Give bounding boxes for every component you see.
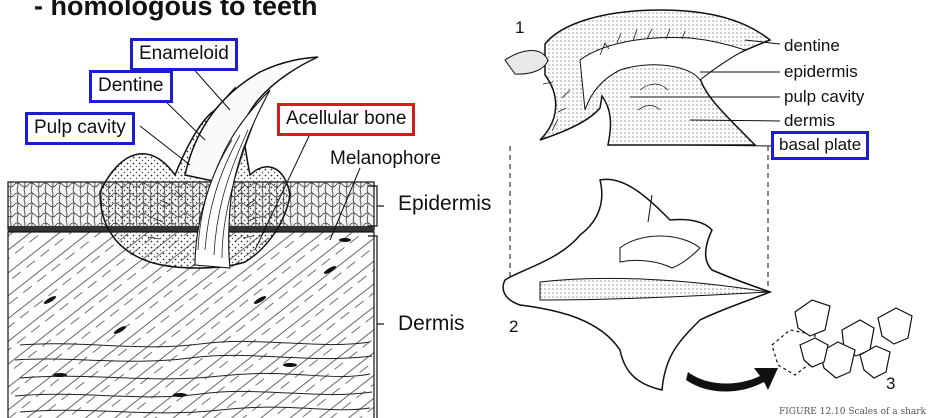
label-pulp-cavity-right: pulp cavity bbox=[784, 88, 864, 105]
figure-credit: FIGURE 12.10 Scales of a shark bbox=[779, 407, 926, 417]
section-outer bbox=[540, 10, 770, 145]
label-epidermis-left: Epidermis bbox=[398, 193, 491, 214]
label-melanophore: Melanophore bbox=[330, 149, 441, 168]
label-acellular-bone: Acellular bone bbox=[277, 103, 415, 136]
label-dermis-left: Dermis bbox=[398, 313, 465, 334]
panel-number-2: 2 bbox=[509, 318, 518, 335]
label-epidermis-right: epidermis bbox=[784, 63, 858, 80]
label-enameloid: Enameloid bbox=[130, 38, 238, 71]
label-dermis-right: dermis bbox=[784, 112, 835, 129]
label-basal-plate: basal plate bbox=[771, 131, 869, 160]
label-pulp-cavity-left: Pulp cavity bbox=[25, 112, 135, 145]
panel-number-1: 1 bbox=[515, 19, 524, 36]
section-epidermis-flap bbox=[505, 51, 548, 75]
curved-arrow bbox=[686, 368, 778, 392]
label-dentine-right: dentine bbox=[784, 37, 840, 54]
page-heading: - homologous to teeth bbox=[34, 0, 317, 22]
panel-number-3: 3 bbox=[886, 375, 895, 392]
scale-cluster bbox=[772, 300, 912, 378]
label-dentine-left: Dentine bbox=[89, 70, 173, 103]
